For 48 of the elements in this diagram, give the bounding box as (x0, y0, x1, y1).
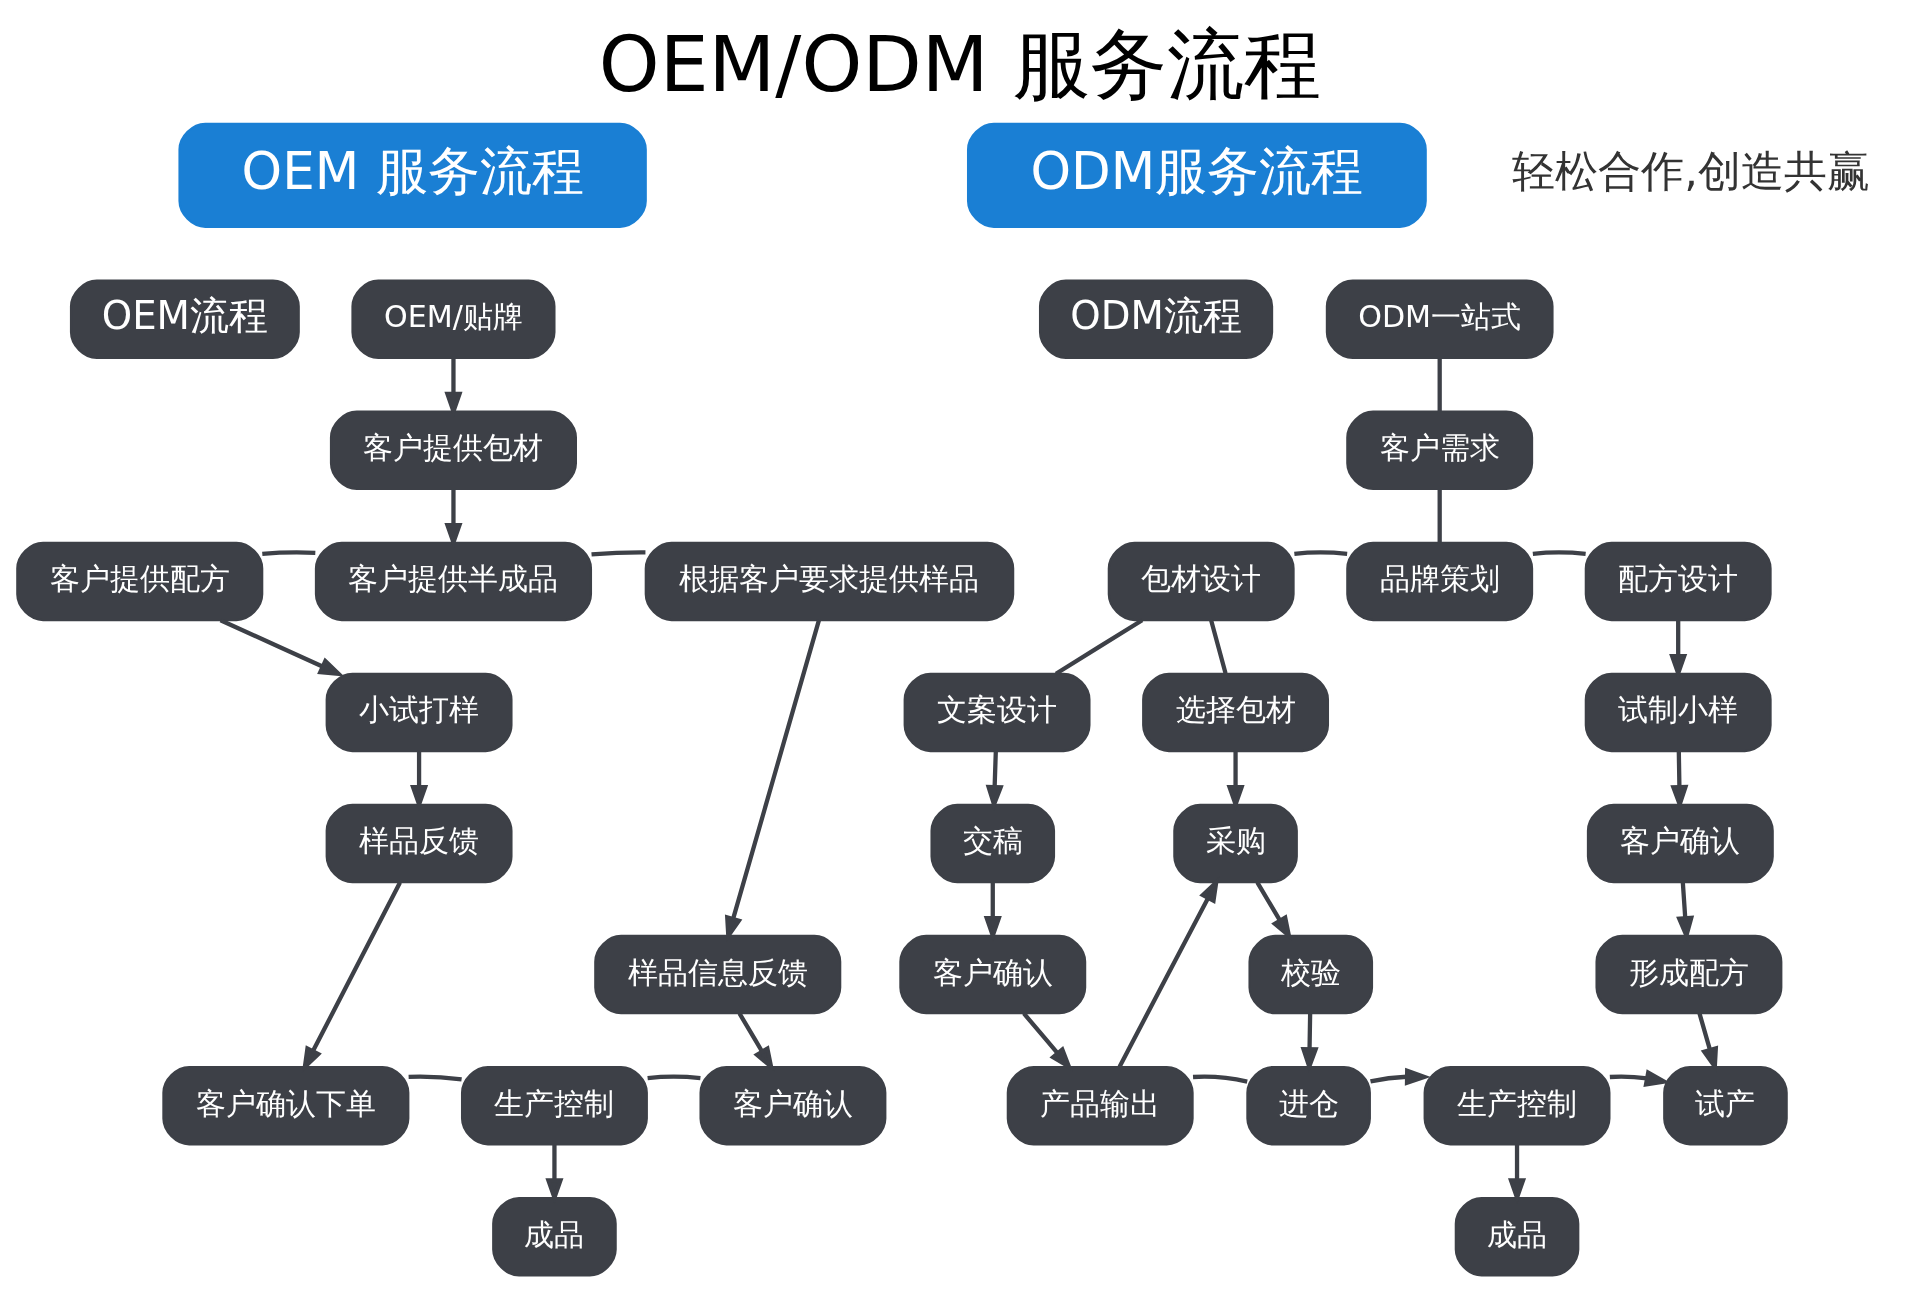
connector (1209, 619, 1228, 674)
node-box: 交稿 (930, 803, 1056, 883)
node-box: 进仓 (1246, 1065, 1371, 1145)
node-box: 形成配方 (1595, 934, 1783, 1014)
node-box: 客户需求 (1346, 410, 1534, 490)
node-box: 成品 (1454, 1196, 1580, 1276)
node-box: 采购 (1173, 803, 1298, 883)
connector (591, 549, 646, 557)
node-box: ODM服务流程 (967, 122, 1427, 228)
node-box: 样品信息反馈 (594, 934, 842, 1014)
node-box: 试制小样 (1584, 672, 1772, 752)
node-box: 校验 (1248, 934, 1374, 1014)
node-box: 选择包材 (1142, 672, 1330, 752)
node-box: 客户提供包材 (329, 410, 577, 490)
node-box: ODM一站式 (1325, 279, 1554, 359)
node-box: 文案设计 (903, 672, 1091, 752)
node-box: 成品 (492, 1196, 617, 1276)
node-box: 产品输出 (1006, 1065, 1194, 1145)
node-box: OEM 服务流程 (178, 122, 647, 228)
node-box: 客户确认下单 (162, 1065, 410, 1145)
node-box: 样品反馈 (325, 803, 513, 883)
arrow (1370, 1067, 1431, 1086)
connector (1294, 549, 1348, 556)
node-box: 品牌策划 (1346, 541, 1534, 621)
node-box: 客户提供半成品 (314, 541, 593, 621)
node-box: 试产 (1663, 1065, 1788, 1145)
node-box: 小试打样 (325, 672, 513, 752)
label: 轻松合作,创造共赢 (1512, 145, 1870, 196)
connector (647, 1074, 701, 1080)
node-box: 包材设计 (1107, 541, 1295, 621)
node-box: 客户确认 (699, 1065, 887, 1145)
node-box: OEM流程 (69, 279, 300, 359)
node-box: 生产控制 (1423, 1065, 1611, 1145)
node-box: 客户确认 (1586, 803, 1774, 883)
connector (1192, 1074, 1248, 1084)
node-box: ODM流程 (1038, 279, 1274, 359)
connector (1437, 488, 1442, 542)
node-box: OEM/贴牌 (351, 279, 556, 359)
diagram-title: OEM/ODM 服务流程 (598, 18, 1322, 109)
node-box: 配方设计 (1584, 541, 1772, 621)
connector (1437, 357, 1442, 411)
connector (262, 549, 316, 556)
connector (408, 1074, 462, 1082)
node-box: 客户确认 (899, 934, 1087, 1014)
connector (1532, 549, 1586, 556)
node-box: 客户提供配方 (16, 541, 264, 621)
node-box: 生产控制 (460, 1065, 648, 1145)
node-box: 根据客户要求提供样品 (644, 541, 1015, 621)
